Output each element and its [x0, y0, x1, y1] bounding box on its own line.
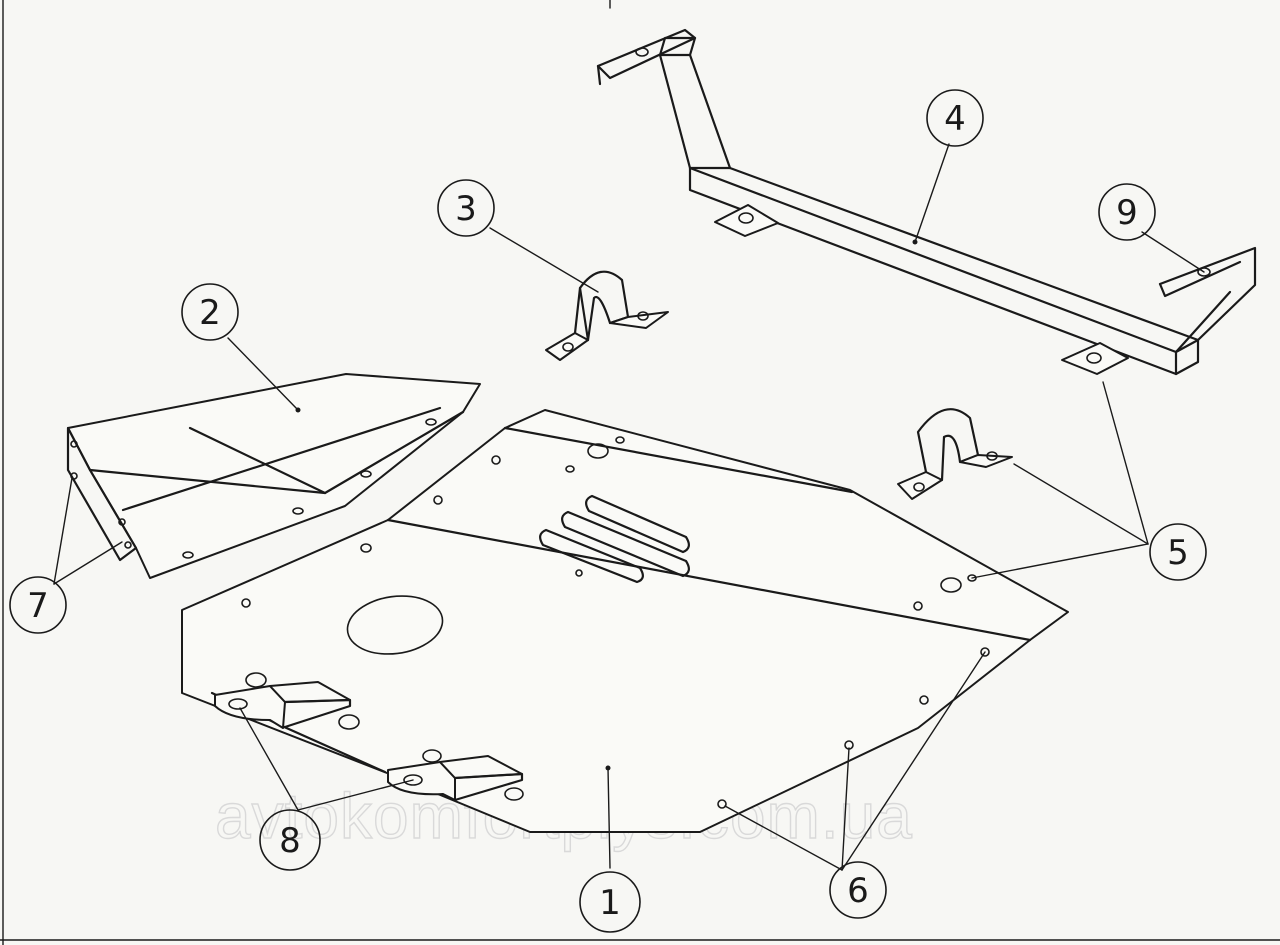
- callout-5-label: 5: [1167, 533, 1189, 573]
- u-bracket-part-3: [545, 270, 669, 361]
- crossbar-part-4: [596, 28, 1257, 376]
- leader-lines: [53, 143, 1205, 871]
- callout-9: 9: [1098, 183, 1156, 241]
- u-bracket-part-5: [897, 408, 1013, 500]
- callout-8: 8: [259, 809, 321, 871]
- callout-2: 2: [181, 283, 239, 341]
- callout-4: 4: [926, 89, 984, 147]
- callout-7: 7: [9, 576, 67, 634]
- callout-6: 6: [829, 861, 887, 919]
- callout-4-label: 4: [944, 99, 966, 139]
- callout-1-label: 1: [599, 883, 621, 923]
- callout-6-label: 6: [847, 871, 869, 911]
- callout-5: 5: [1149, 523, 1207, 581]
- callout-3-label: 3: [455, 189, 477, 229]
- skid-plate-part-1: [181, 409, 1069, 833]
- side-plate-part-2: [66, 373, 481, 579]
- callout-9-label: 9: [1116, 193, 1138, 233]
- callout-2-label: 2: [199, 293, 221, 333]
- callout-7-label: 7: [27, 586, 49, 626]
- callout-8-label: 8: [279, 821, 301, 861]
- callout-1: 1: [579, 871, 641, 933]
- callout-3: 3: [437, 179, 495, 237]
